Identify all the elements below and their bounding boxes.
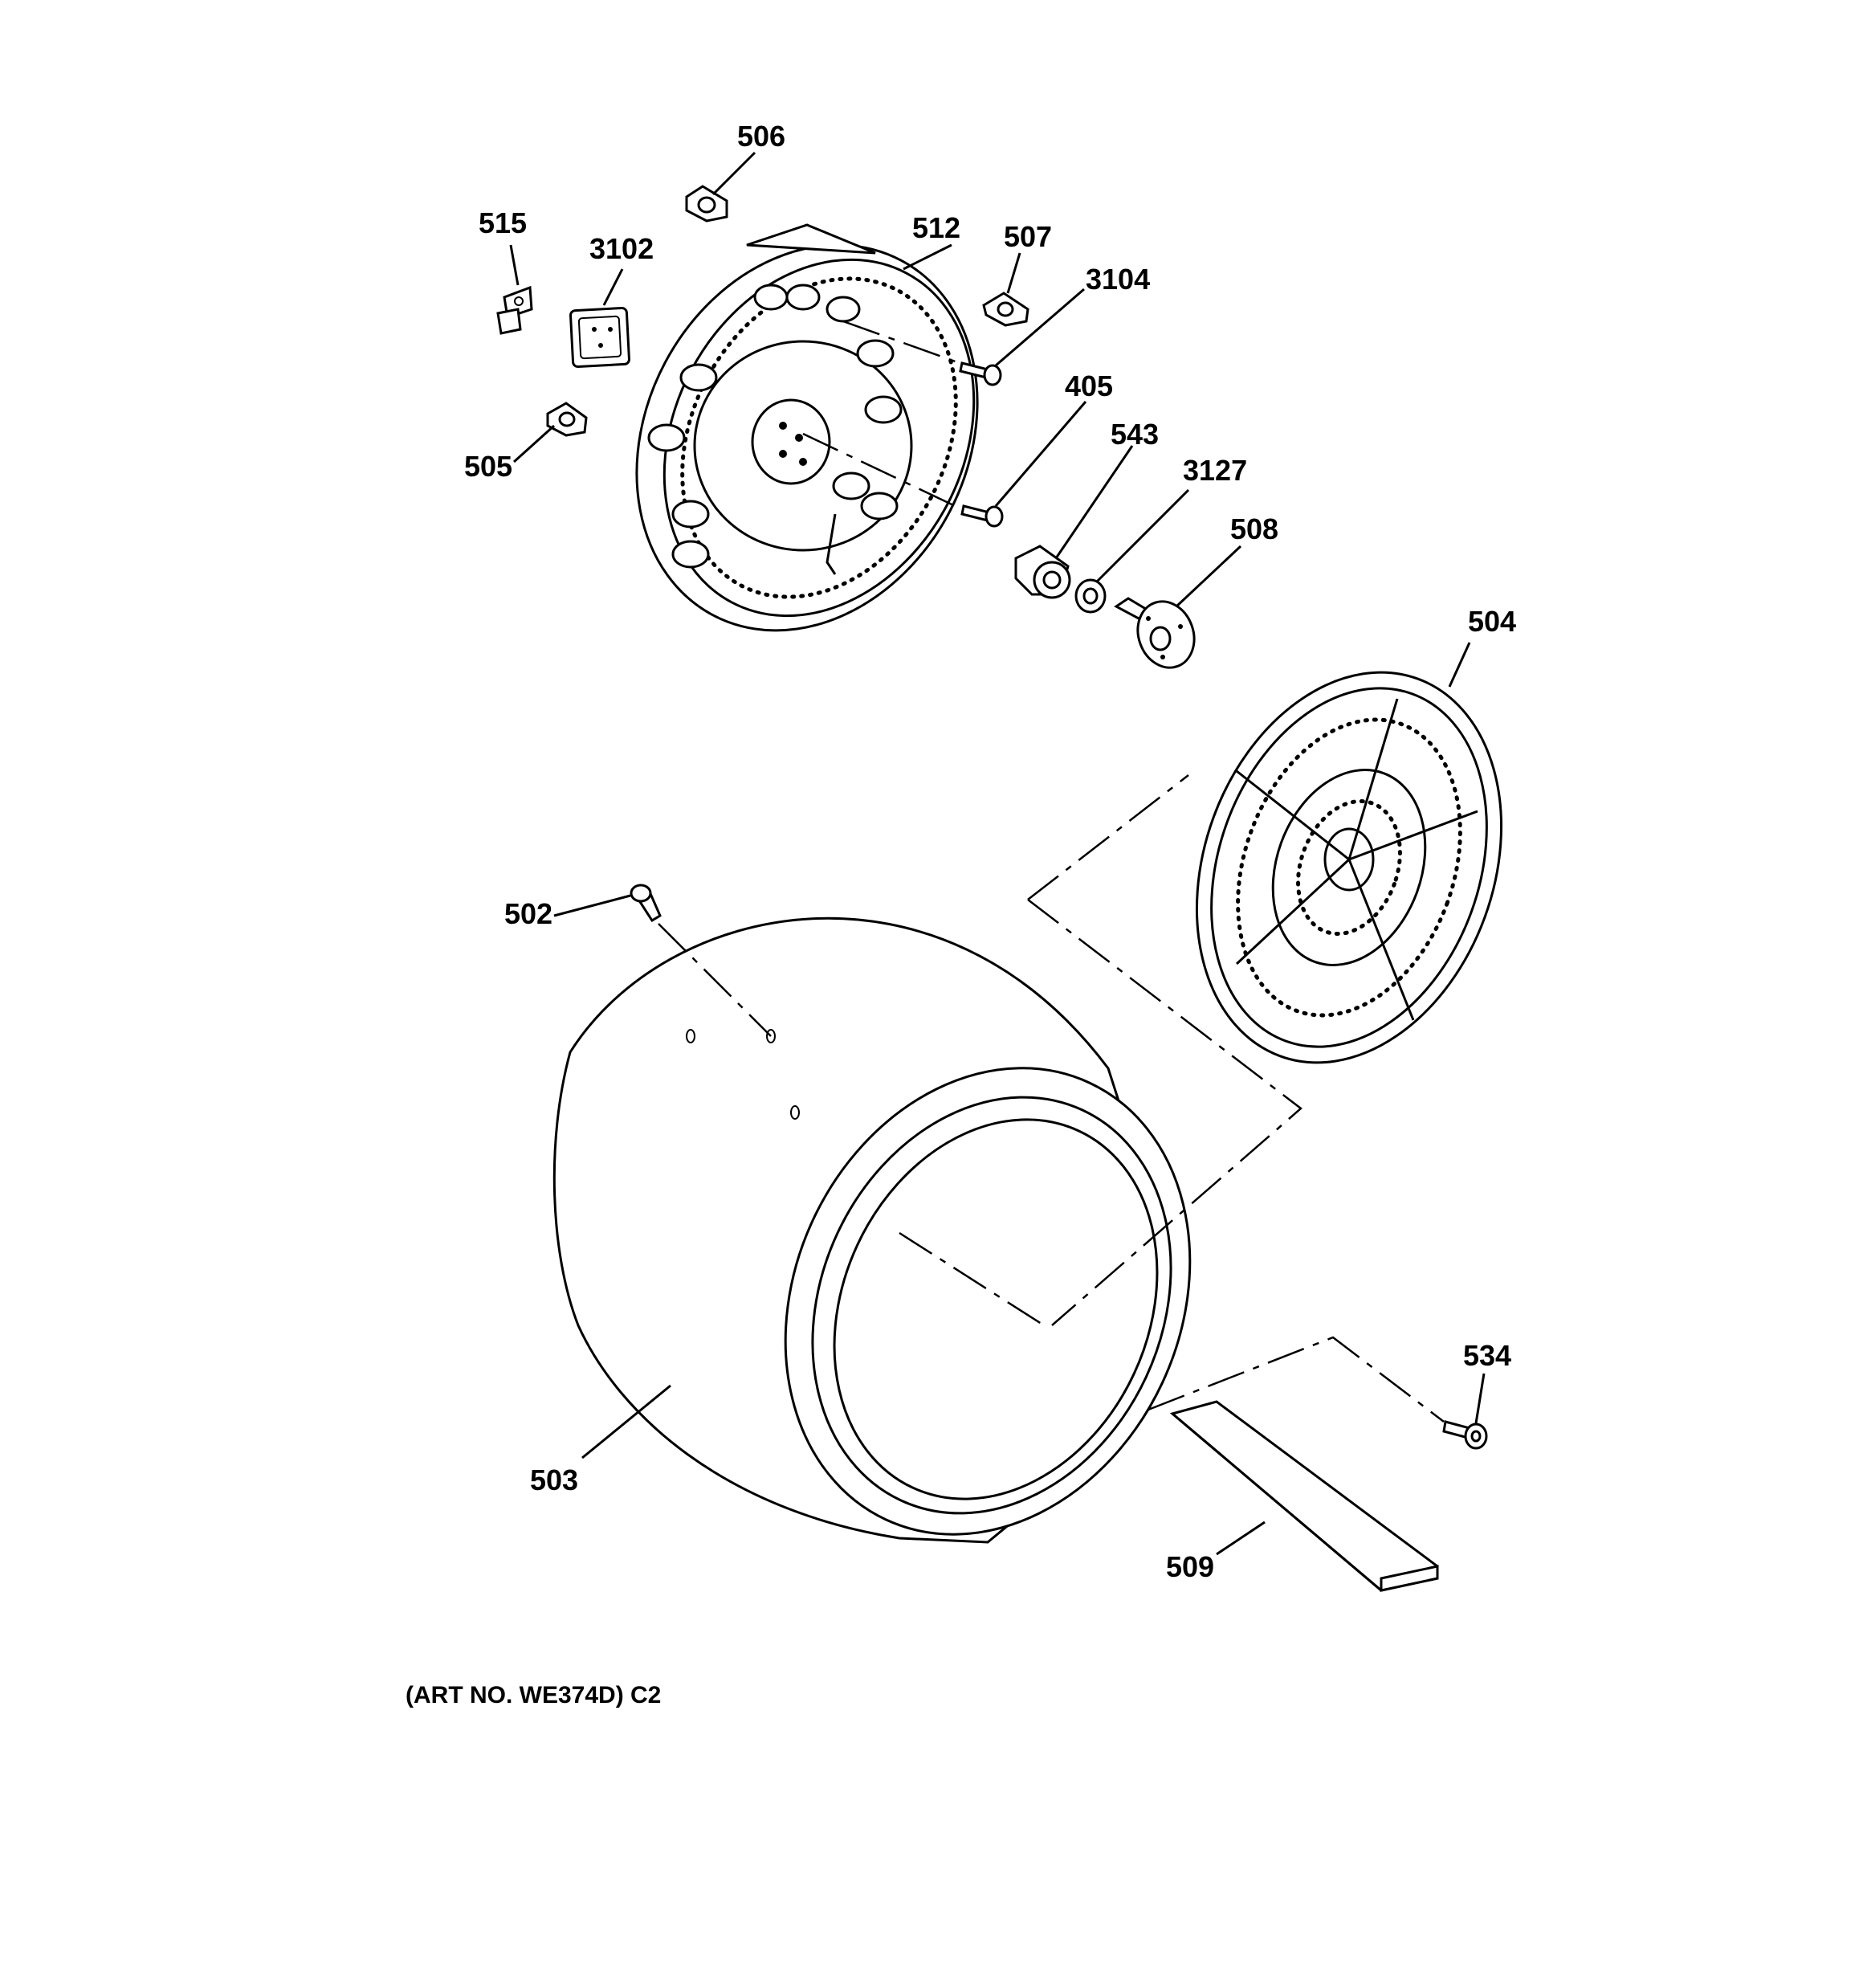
part-543-bearing: [1014, 545, 1071, 599]
part-3127-washer: [1074, 578, 1107, 614]
leader-lines: [509, 151, 1486, 1556]
part-507-bearing-mount: [982, 292, 1029, 327]
label-503: 503: [530, 1463, 578, 1496]
label-502: 502: [504, 897, 552, 930]
label-3104: 3104: [1086, 263, 1150, 296]
label-512: 512: [912, 211, 960, 244]
label-508: 508: [1230, 512, 1278, 545]
label-506: 506: [737, 120, 785, 153]
label-515: 515: [479, 206, 527, 239]
part-509-baffle: [1169, 1400, 1439, 1592]
label-505: 505: [464, 450, 512, 483]
part-515-clip: [496, 285, 533, 335]
label-509: 509: [1166, 1550, 1214, 1583]
part-504-perforated-plate: [1195, 671, 1503, 1064]
label-3102: 3102: [589, 232, 654, 265]
alignment-lines: [658, 320, 1445, 1423]
part-505-bearing-mount: [546, 402, 588, 437]
label-534: 534: [1463, 1339, 1511, 1372]
part-502-screw: [630, 884, 662, 923]
label-507: 507: [1004, 220, 1052, 253]
part-508-shaft: [1114, 597, 1196, 669]
label-543: 543: [1111, 418, 1159, 451]
part-405-screw: [960, 504, 1004, 528]
part-3102-pad: [569, 307, 630, 368]
part-506-bearing-mount: [685, 185, 728, 222]
part-534-screw: [1442, 1420, 1488, 1450]
part-512-rear-bulkhead: [635, 223, 979, 632]
art-number-note: (ART NO. WE374D) C2: [406, 1682, 661, 1708]
part-503-drum: [552, 916, 1192, 1544]
part-3104-screw: [959, 361, 1002, 386]
label-3127: 3127: [1183, 454, 1247, 487]
label-504: 504: [1468, 605, 1516, 638]
label-405: 405: [1065, 369, 1113, 402]
